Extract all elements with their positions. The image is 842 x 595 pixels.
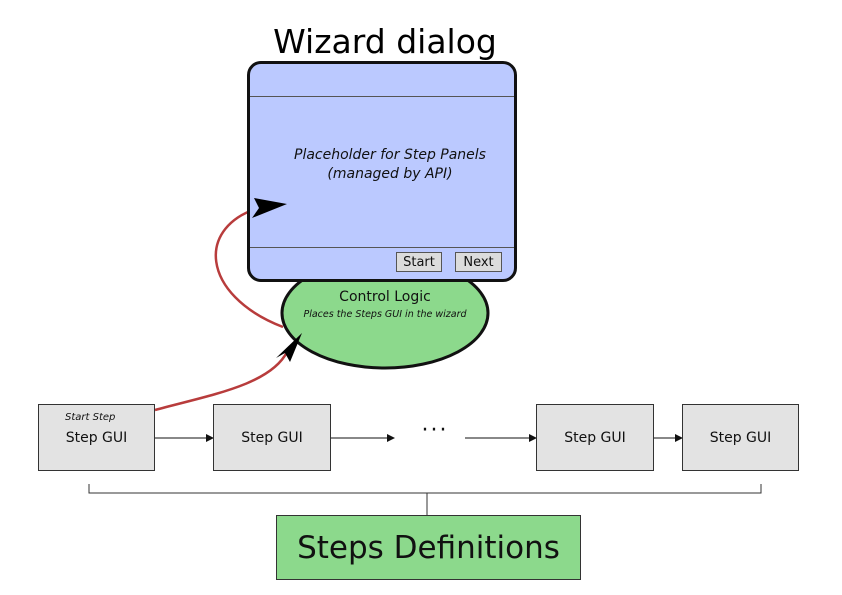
more-steps-ellipsis: ···: [421, 418, 449, 443]
step-panel-placeholder: Placeholder for Step Panels (managed by …: [260, 146, 520, 184]
step-box-3[interactable]: Step GUI: [536, 404, 654, 471]
step-label: Step GUI: [241, 430, 303, 446]
flow-start-to-control-arrowhead: [276, 333, 302, 362]
start-step-tag: Start Step: [65, 412, 116, 423]
control-logic-title: Control Logic: [339, 289, 431, 305]
step-label: Step GUI: [564, 430, 626, 446]
start-button[interactable]: Start: [396, 252, 442, 272]
wizard-dialog: Placeholder for Step Panels (managed by …: [247, 61, 517, 282]
placeholder-line-1: Placeholder for Step Panels: [294, 147, 486, 163]
control-logic-subtitle: Places the Steps GUI in the wizard: [303, 309, 467, 320]
flow-control-to-wizard-curve: [214, 205, 284, 329]
step-box-last[interactable]: Step GUI: [682, 404, 799, 471]
step-box-2[interactable]: Step GUI: [213, 404, 331, 471]
next-button[interactable]: Next: [455, 252, 502, 272]
wizard-title: Wizard dialog: [273, 22, 497, 61]
wizard-footer-divider: [250, 247, 514, 248]
step-box-start[interactable]: Start Step Step GUI: [38, 404, 155, 471]
wizard-header-divider: [250, 96, 514, 97]
step-label: Step GUI: [709, 430, 772, 446]
steps-definitions-box[interactable]: Steps Definitions: [276, 515, 581, 580]
step-label: Step GUI: [65, 430, 128, 446]
definitions-bracket: [88, 484, 762, 516]
placeholder-line-2: (managed by API): [327, 166, 453, 182]
flow-start-to-control-curve: [154, 351, 289, 412]
